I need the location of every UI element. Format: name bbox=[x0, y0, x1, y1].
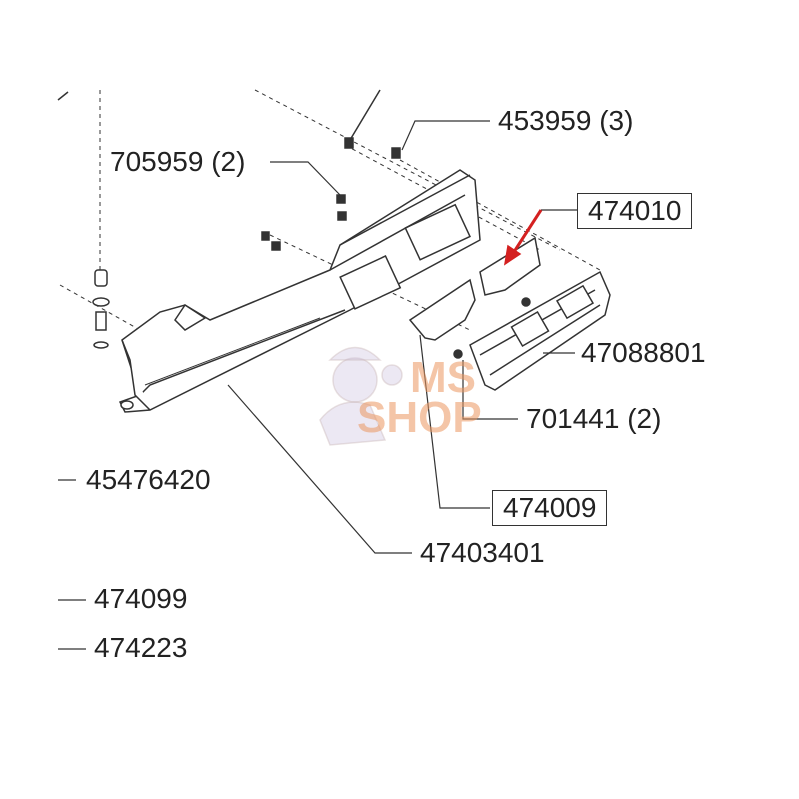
part-label-47088801[interactable]: 47088801 bbox=[581, 337, 706, 368]
red-arrow-icon bbox=[503, 209, 543, 266]
part-label-474099[interactable]: 474099 bbox=[94, 583, 188, 614]
watermark-ms: MS bbox=[410, 353, 476, 402]
bushing-stack bbox=[92, 269, 110, 349]
bumper-guard-47088801 bbox=[469, 270, 611, 391]
part-label-474009[interactable]: 474009 bbox=[492, 490, 608, 526]
part-label-47403401[interactable]: 47403401 bbox=[420, 537, 545, 568]
part-label-453959[interactable]: 453959 (3) bbox=[498, 105, 634, 136]
part-label-705959[interactable]: 705959 (2) bbox=[110, 146, 246, 177]
screws bbox=[261, 137, 531, 359]
watermark-shop: SHOP bbox=[357, 393, 482, 442]
part-label-474223[interactable]: 474223 bbox=[94, 632, 188, 663]
leader-lines bbox=[58, 120, 577, 650]
bracket-474010 bbox=[479, 236, 541, 296]
part-label-701441[interactable]: 701441 (2) bbox=[526, 403, 662, 434]
bumper-body bbox=[118, 169, 481, 413]
bracket-474009 bbox=[408, 278, 476, 341]
part-label-45476420[interactable]: 45476420 bbox=[86, 464, 211, 495]
part-label-474010[interactable]: 474010 bbox=[577, 193, 693, 229]
watermark-mechanic-icon bbox=[319, 346, 403, 446]
